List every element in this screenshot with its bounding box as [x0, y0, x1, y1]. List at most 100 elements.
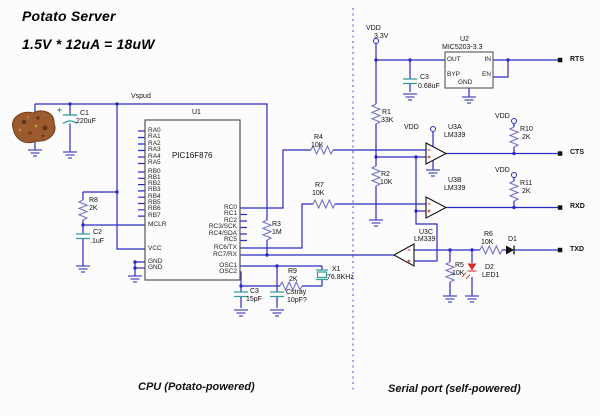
resistor-r9-ref: R9 [288, 268, 297, 275]
pin-label-ra3: RA3 [148, 146, 161, 153]
regulator-pin-gnd: GND [458, 78, 473, 86]
capacitor-c2-value: .1uF [90, 237, 105, 245]
resistor-r8-value: 2K [89, 204, 98, 212]
pin-label-vcc: VCC [148, 244, 162, 252]
crystal-ref: X1 [332, 265, 341, 273]
comparator-u3b [425, 196, 448, 219]
comparator-u3c-part: LM339 [414, 236, 436, 243]
comparator-u3c-ref: U3C [419, 228, 434, 236]
pin-label-rc4-sda: RC4/SDA [208, 229, 237, 237]
net-label-vdd-top: VDD [366, 24, 381, 32]
terminal-rxd: RXD [570, 203, 585, 210]
net-label-vdd-r10: VDD [495, 112, 510, 120]
vdd-terminal-circles [373, 38, 517, 178]
pin-label-rb2: RB2 [148, 180, 161, 188]
diode-d1-ref: D1 [508, 235, 517, 243]
ground [369, 219, 383, 227]
pin-label-rc1: RC1 [223, 210, 237, 217]
capacitor-c2 [76, 233, 90, 240]
resistor-r1 [370, 103, 382, 125]
capacitor-c2-ref: C2 [93, 229, 102, 236]
capacitor-c3-osc-ref: C3 [250, 287, 259, 295]
led-d2 [461, 263, 477, 280]
pin-label-ra2: RA2 [148, 139, 161, 147]
resistor-r2-value: 10K [380, 179, 393, 186]
capacitor-cstray [270, 291, 284, 298]
resistor-r9 [279, 280, 303, 292]
pin-label-gnd2: GND [148, 263, 163, 271]
capacitor-c1-value: 220uF [76, 118, 96, 125]
resistor-r3-value: 1M [272, 228, 282, 236]
resistor-r6-value: 10K [481, 238, 494, 246]
pin-label-ra5: RA5 [148, 159, 161, 166]
resistor-r2-ref: R2 [381, 171, 390, 178]
capacitors [57, 78, 417, 298]
terminal-txd: TXD [570, 245, 584, 253]
pin-label-rc2: RC2 [223, 216, 237, 224]
resistor-r1-ref: R1 [382, 109, 391, 116]
ground [234, 309, 248, 317]
ground [28, 149, 42, 157]
diode-d1 [506, 245, 515, 255]
crystal-x1 [316, 269, 328, 281]
section-caption-serial: Serial port (self-powered) [388, 383, 521, 395]
resistor-r7 [312, 198, 336, 210]
pin-label-osc2: OSC2 [219, 267, 237, 275]
diodes [461, 245, 515, 280]
regulator-ref: U2 [460, 36, 469, 43]
pin-label-rb7: RB7 [148, 211, 161, 219]
pin-label-ra1: RA1 [148, 133, 161, 140]
regulator-pin-en: EN [481, 70, 491, 78]
resistor-r5 [444, 261, 456, 283]
capacitor-cstray-ref: Cstray [286, 288, 307, 296]
resistor-r8-ref: R8 [89, 196, 98, 204]
pin-label-rc3-sck: RC3/SCK [208, 223, 237, 230]
ground [63, 151, 77, 159]
pin-label-gnd1: GND [148, 257, 163, 265]
capacitor-cstray-value: 10pF? [287, 296, 307, 304]
resistor-r11-value: 2K [522, 187, 531, 195]
resistor-r9-value: 2K [289, 275, 298, 283]
terminal-cts: CTS [570, 149, 584, 156]
ground [462, 96, 476, 104]
io-terminal-pads [557, 57, 563, 253]
resistor-r11-ref: R11 [520, 179, 533, 187]
regulator-pin-out: OUT [447, 55, 461, 63]
capacitor-c3-regulator [403, 78, 417, 85]
pin-label-rc0: RC0 [223, 203, 237, 211]
net-label-vdd-voltage: 3.3V [374, 32, 389, 40]
resistor-r5-value: 10K [452, 270, 465, 277]
resistor-r11 [508, 180, 520, 202]
resistors [77, 103, 520, 292]
resistor-r10-ref: R10 [520, 125, 533, 133]
ground-symbols [28, 93, 479, 317]
ground [426, 169, 440, 177]
pin-label-ra4: RA4 [148, 152, 161, 160]
crystal-value: 76.8KHz [327, 273, 354, 281]
comparators [392, 142, 448, 267]
resistor-r3 [261, 219, 273, 241]
pin-label-ra0: RA0 [148, 126, 161, 134]
pin-label-osc1: OSC1 [219, 261, 237, 269]
comparator-u3b-ref: U3B [448, 177, 462, 184]
junction-dots [68, 58, 516, 288]
capacitor-c3-reg-value: 0.68uF [418, 83, 440, 90]
pin-label-mclr: MCLR [148, 220, 167, 228]
capacitor-c3-osc [234, 291, 248, 298]
ground [76, 265, 90, 273]
chip-part-number: PIC16F876 [172, 151, 213, 160]
comparator-u3a-part: LM339 [444, 131, 466, 139]
net-label-vspud: Vspud [131, 93, 151, 100]
resistor-r10 [508, 126, 520, 148]
resistor-r10-value: 2K [522, 133, 531, 141]
resistor-r7-ref: R7 [315, 181, 324, 189]
pin-label-rb3: RB3 [148, 186, 161, 194]
power-note: 1.5V * 12uA = 18uW [22, 36, 155, 52]
resistor-r4 [310, 144, 334, 156]
ground [443, 295, 457, 303]
pin-label-rb6: RB6 [148, 205, 161, 213]
terminal-rts: RTS [570, 55, 584, 63]
pin-label-rc6-tx: RC6/TX [213, 243, 237, 251]
pin-label-rb4: RB4 [148, 192, 161, 200]
